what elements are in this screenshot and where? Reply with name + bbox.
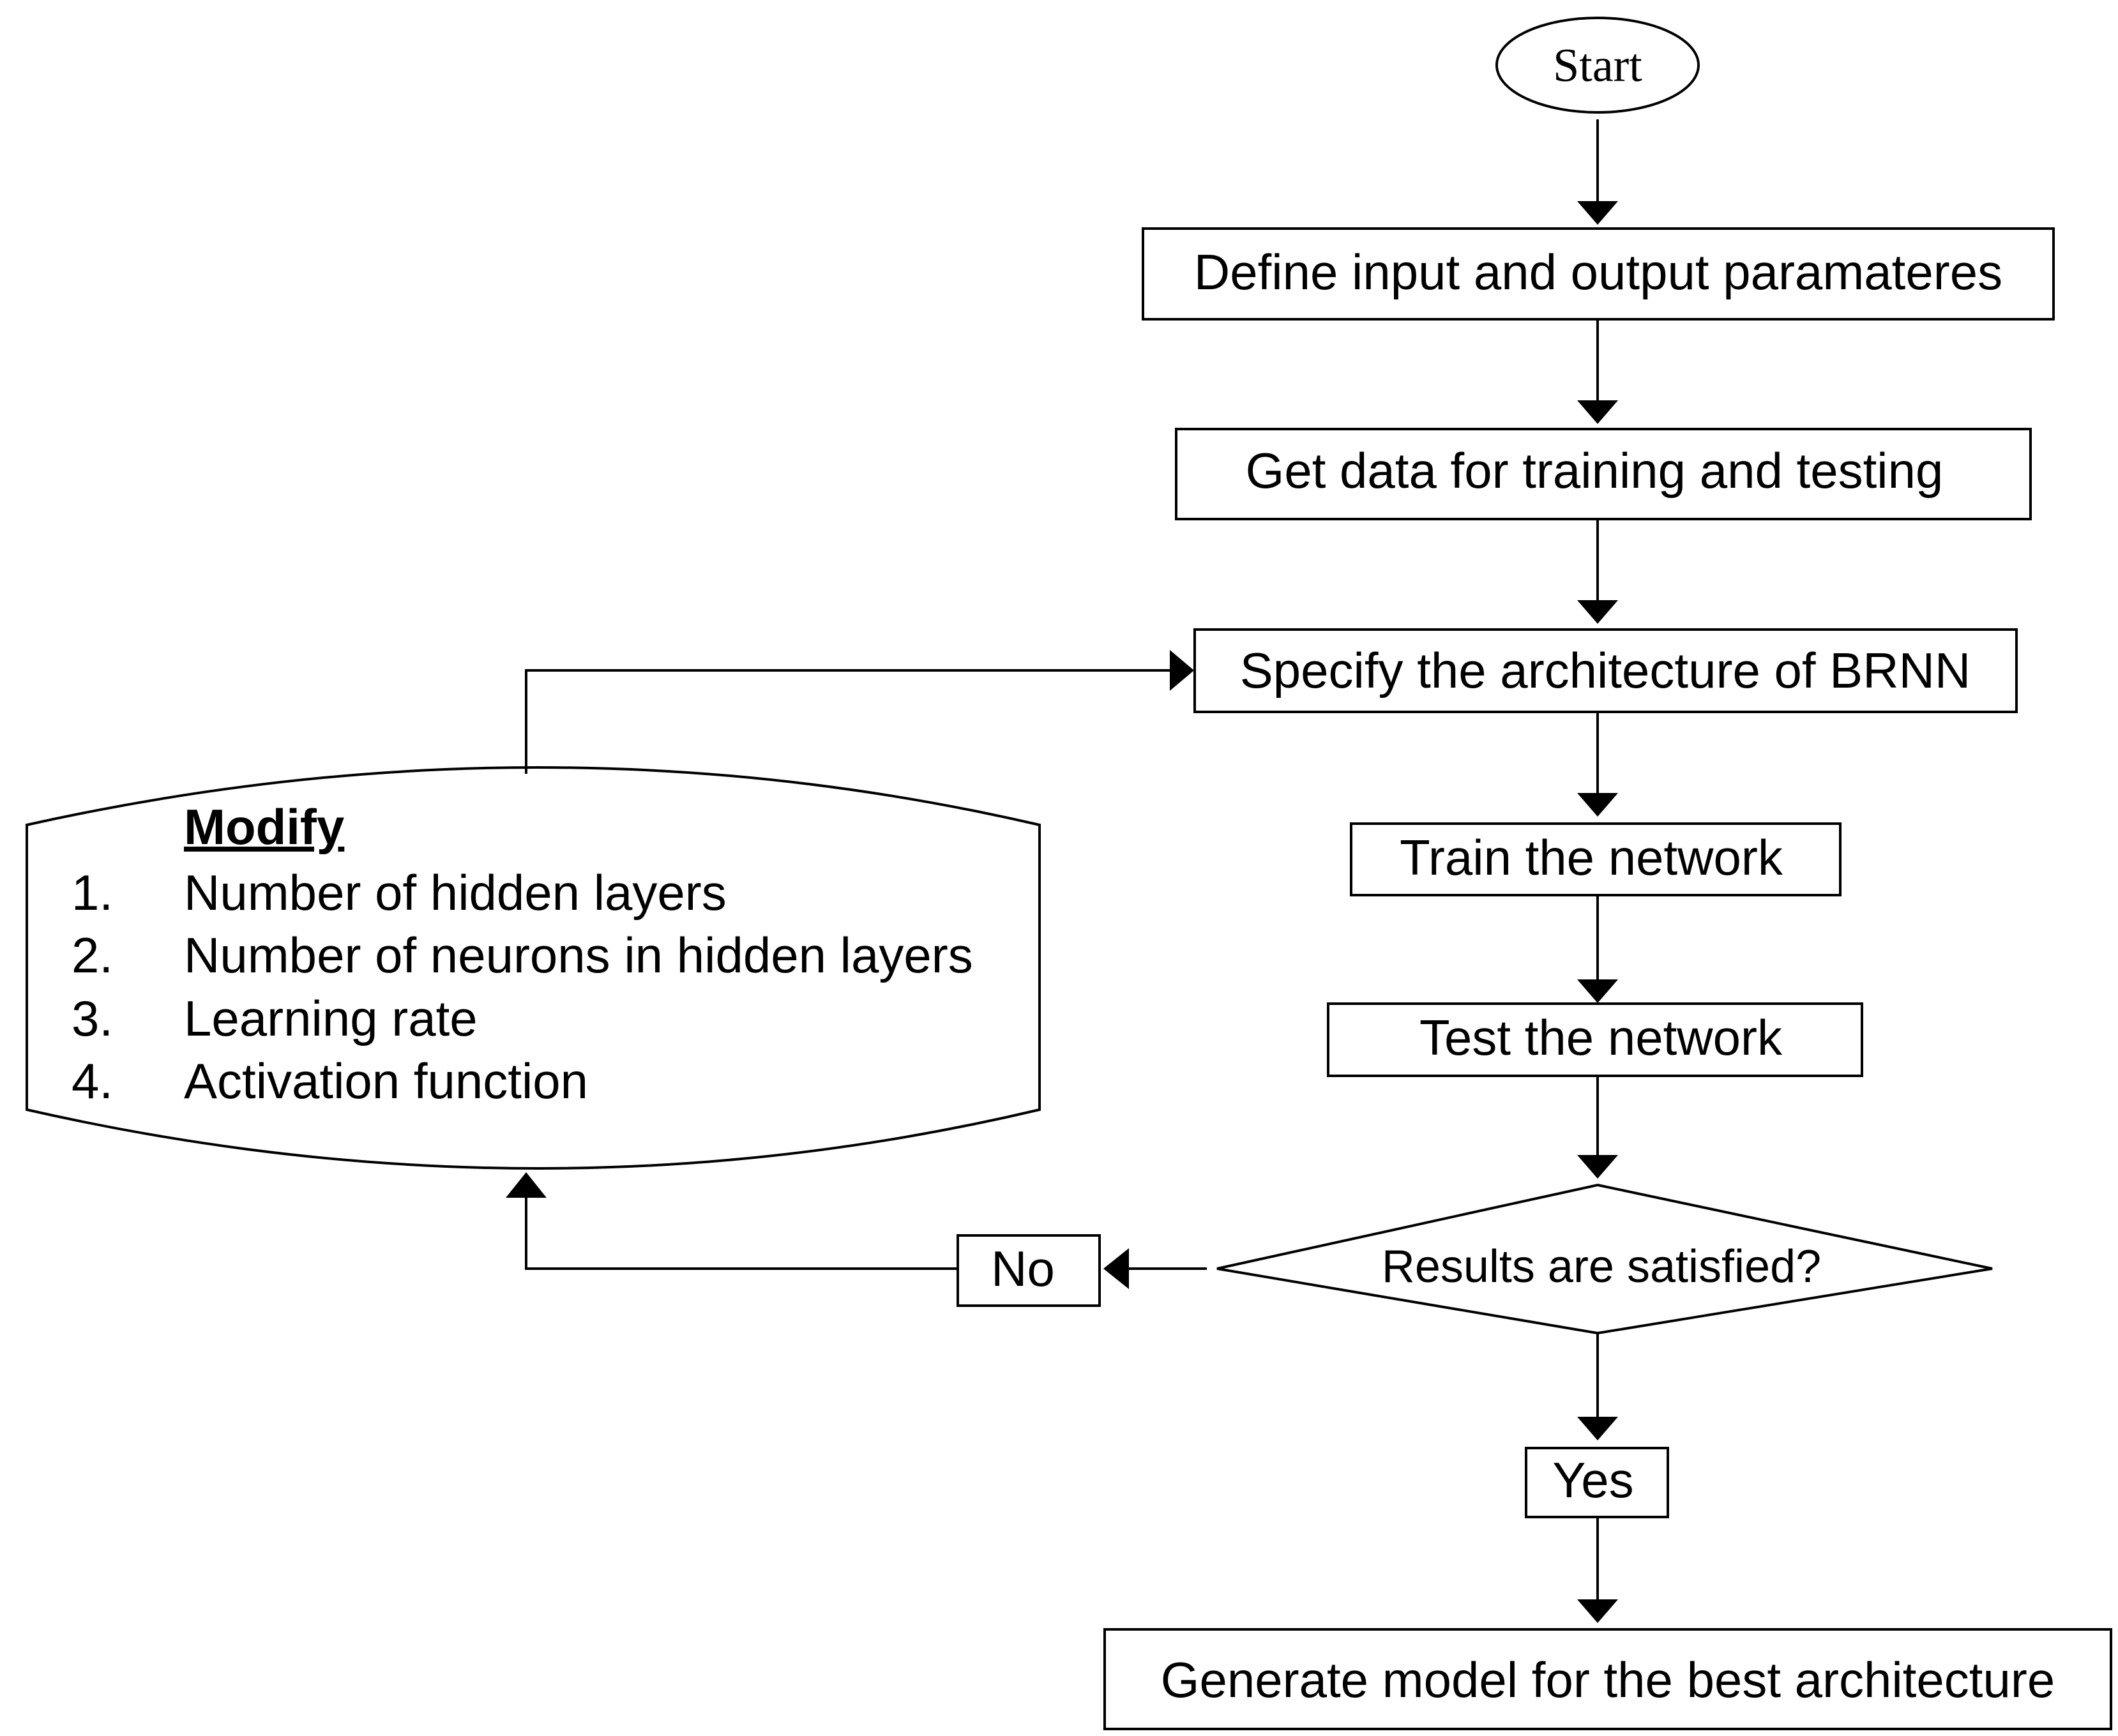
no-label: No (991, 1241, 1055, 1297)
modify-box: Modify 1. Number of hidden layers 2. Num… (26, 766, 1041, 1170)
modify-item-number: 1. (72, 864, 113, 921)
define-parameters-box: Define input and output paramateres (1142, 227, 2055, 321)
modify-list: 1. Number of hidden layers 2. Number of … (72, 864, 973, 1109)
modify-item-number: 2. (72, 927, 113, 983)
start-label: Start (1553, 40, 1642, 92)
yes-box: Yes (1525, 1447, 1669, 1518)
arrow-start-to-define (1577, 119, 1618, 225)
no-box: No (957, 1234, 1101, 1307)
arrow-decision-to-yes (1577, 1333, 1618, 1440)
modify-list-item: 3. Learning rate (72, 990, 478, 1046)
test-network-box: Test the network (1327, 1002, 1863, 1077)
test-network-label: Test the network (1419, 1009, 1783, 1066)
modify-item-text: Number of neurons in hidden layers (184, 927, 973, 983)
get-data-box: Get data for training and testing (1175, 428, 2032, 520)
train-network-box: Train the network (1350, 822, 1842, 896)
modify-item-text: Number of hidden layers (184, 864, 727, 921)
modify-list-item: 2. Number of neurons in hidden layers (72, 927, 973, 983)
arrow-decision-to-no (1103, 1248, 1207, 1289)
yes-label: Yes (1552, 1452, 1633, 1508)
arrow-modify-to-specify (525, 650, 1194, 774)
arrow-train-to-test (1577, 895, 1618, 1003)
decision-label: Results are satisfied? (1382, 1241, 1821, 1292)
modify-item-number: 4. (72, 1053, 113, 1109)
specify-architecture-label: Specify the architecture of BRNN (1240, 642, 1970, 698)
modify-title: Modify (184, 799, 344, 855)
arrow-yes-to-generate (1577, 1517, 1618, 1623)
arrow-specify-to-train (1577, 712, 1618, 817)
decision-diamond: Results are satisfied? (1216, 1183, 1993, 1335)
modify-item-text: Activation function (184, 1053, 588, 1109)
modify-item-text: Learning rate (184, 990, 478, 1046)
modify-item-number: 3. (72, 990, 113, 1046)
specify-architecture-box: Specify the architecture of BRNN (1193, 628, 2018, 713)
arrow-getdata-to-specify (1577, 519, 1618, 624)
generate-model-box: Generate model for the best architecture (1103, 1628, 2112, 1730)
modify-list-item: 4. Activation function (72, 1053, 588, 1109)
arrow-no-to-modify (506, 1172, 958, 1270)
generate-model-label: Generate model for the best architecture (1161, 1652, 2055, 1708)
arrow-test-to-decision (1577, 1076, 1618, 1179)
modify-list-item: 1. Number of hidden layers (72, 864, 727, 921)
get-data-label: Get data for training and testing (1246, 442, 1944, 499)
arrow-define-to-getdata (1577, 319, 1618, 424)
start-node: Start (1495, 17, 1700, 114)
define-parameters-label: Define input and output paramateres (1194, 244, 2002, 300)
train-network-label: Train the network (1400, 829, 1783, 886)
